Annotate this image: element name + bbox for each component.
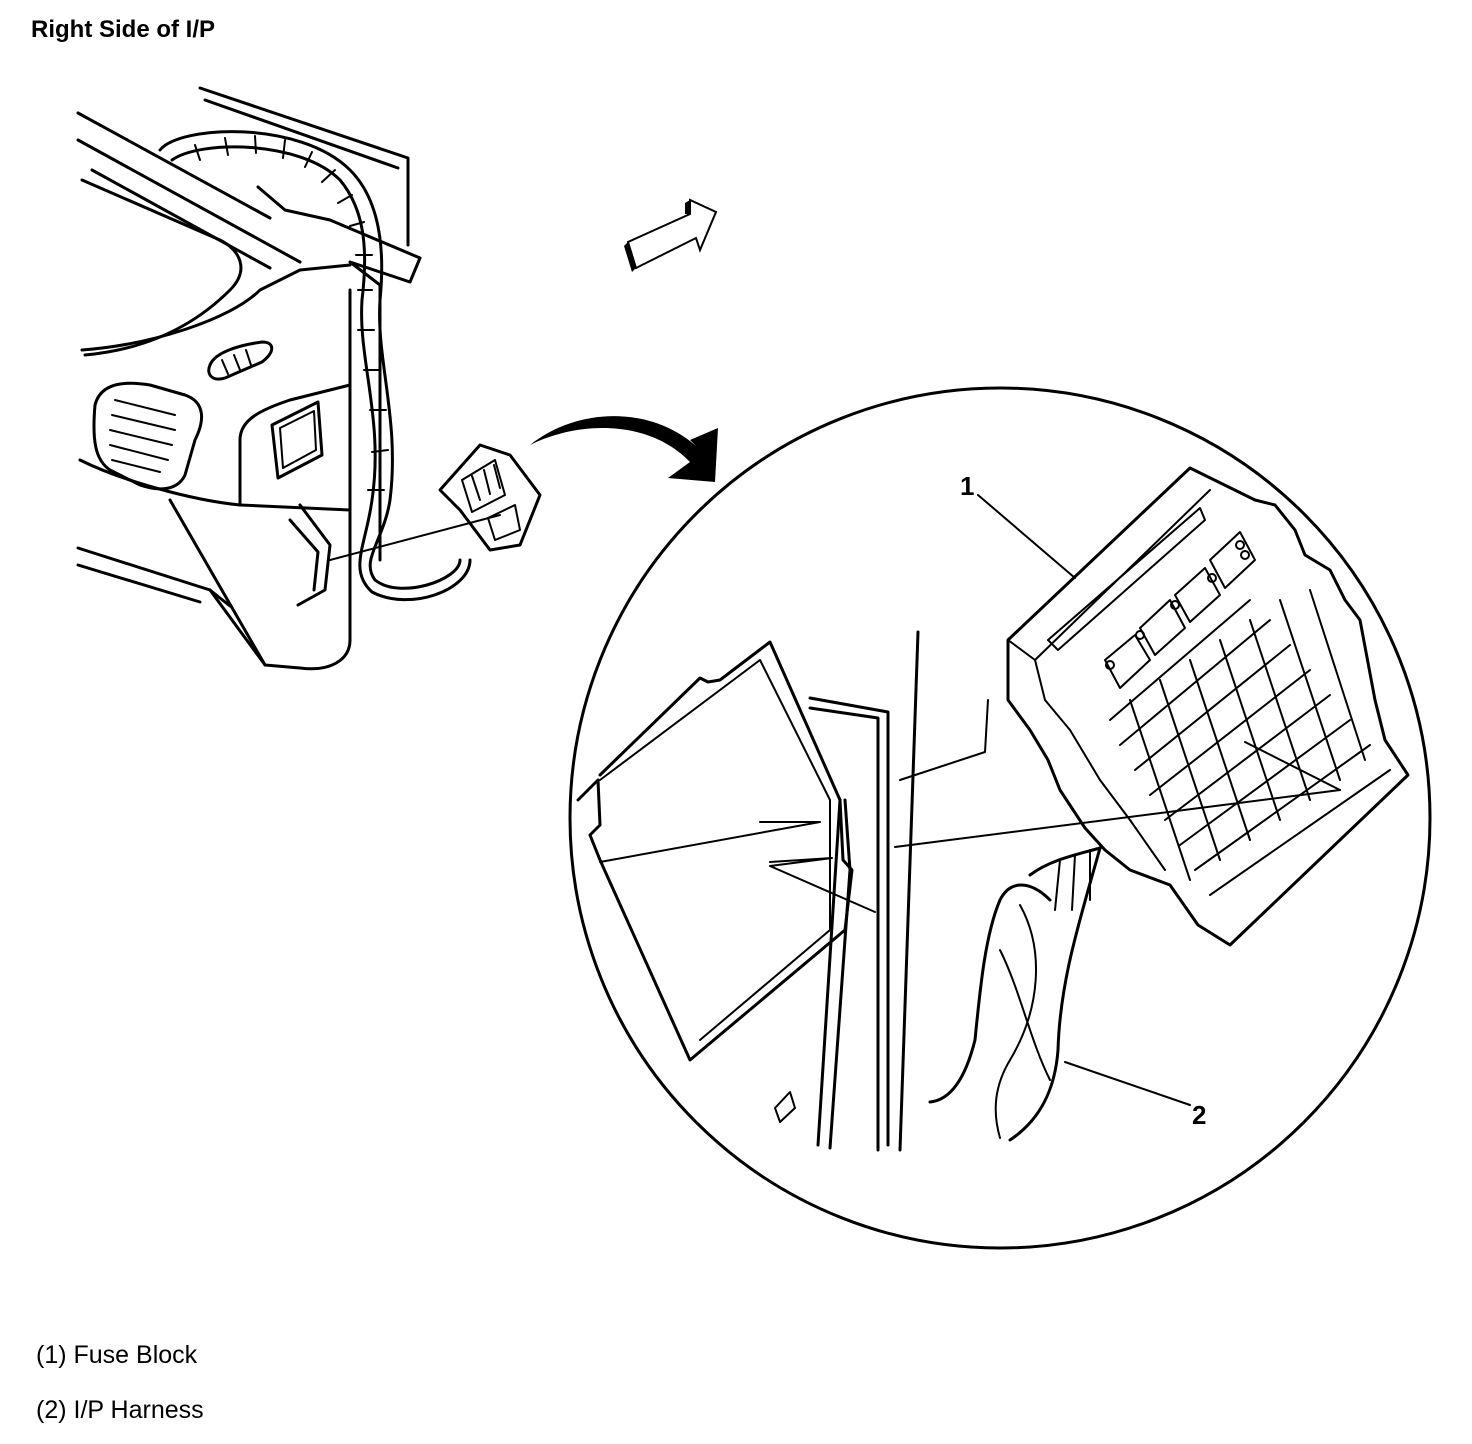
detail-pointer-arrow — [530, 416, 718, 482]
instrument-panel-overview — [76, 86, 542, 671]
detail-circle — [568, 386, 1432, 1250]
diagram-title: Right Side of I/P — [31, 16, 215, 43]
legend-item-fuse-block: (1) Fuse Block — [36, 1341, 198, 1369]
callout-2-label: 2 — [1192, 1100, 1206, 1130]
view-direction-arrow — [624, 198, 718, 272]
callout-1-label: 1 — [960, 471, 974, 501]
legend-item-ip-harness: (2) I/P Harness — [36, 1396, 204, 1424]
